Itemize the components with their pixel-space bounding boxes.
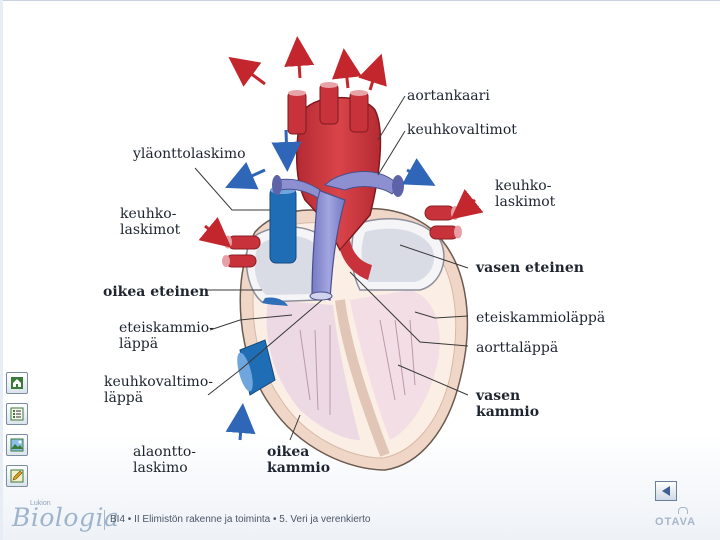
flow-arrows bbox=[198, 36, 484, 441]
label-ylaonttolaskimo: yläonttolaskimo bbox=[133, 146, 246, 162]
logo-small-text: Lukion bbox=[30, 500, 51, 507]
image-button[interactable] bbox=[6, 434, 28, 456]
heart-diagram-area: aortankaari keuhkovaltimot yläonttolaski… bbox=[95, 20, 635, 500]
top-divider bbox=[0, 0, 720, 1]
label-vasen-kammio: vasen kammio bbox=[476, 388, 540, 420]
label-oikea-eteinen: oikea eteinen bbox=[103, 284, 210, 300]
biologia-logo: Lukion Biologia bbox=[10, 500, 119, 532]
image-icon bbox=[10, 438, 24, 452]
label-alaonttolaskimo: alaontto- laskimo bbox=[133, 444, 197, 476]
label-eteiskammiolappa-right: eteiskammioläppä bbox=[476, 310, 606, 326]
label-keuhkolaskimot-right: keuhko- laskimot bbox=[495, 178, 556, 210]
label-keuhkolaskimot-left: keuhko- laskimot bbox=[120, 206, 181, 238]
edit-button[interactable] bbox=[6, 465, 28, 487]
pulmonary-veins-right bbox=[424, 205, 462, 240]
footer-caption: BI4 • II Elimistön rakenne ja toiminta •… bbox=[110, 514, 371, 525]
pencil-icon bbox=[10, 469, 24, 483]
home-icon bbox=[11, 377, 23, 389]
right-atrium bbox=[245, 226, 329, 306]
triangle-left-icon bbox=[662, 486, 670, 496]
inferior-vena-cava bbox=[237, 339, 276, 396]
list-icon bbox=[10, 407, 24, 421]
label-keuhkovaltimolappa: keuhkovaltimo- läppä bbox=[104, 374, 213, 406]
left-border bbox=[0, 0, 3, 540]
label-keuhkovaltimot: keuhkovaltimot bbox=[407, 122, 517, 138]
home-button[interactable] bbox=[6, 372, 28, 394]
label-eteiskammiolappa-left: eteiskammio- läppä bbox=[119, 320, 214, 352]
label-oikea-kammio: oikea kammio bbox=[267, 444, 331, 476]
pulmonary-trunk bbox=[272, 171, 404, 301]
label-aortankaari: aortankaari bbox=[407, 88, 490, 104]
publisher-logo: OTAVA bbox=[655, 516, 697, 528]
label-aorttalappa: aorttaläppä bbox=[476, 340, 559, 356]
leader-lines bbox=[194, 95, 469, 441]
contents-button[interactable] bbox=[6, 403, 28, 425]
footer-divider bbox=[104, 510, 105, 530]
label-vasen-eteinen: vasen eteinen bbox=[476, 260, 584, 276]
logo-text: Biologia bbox=[12, 503, 120, 532]
heart-diagram bbox=[194, 36, 484, 471]
previous-slide-button[interactable] bbox=[655, 481, 677, 501]
superior-vena-cava bbox=[269, 186, 297, 264]
otava-mark bbox=[678, 507, 688, 514]
